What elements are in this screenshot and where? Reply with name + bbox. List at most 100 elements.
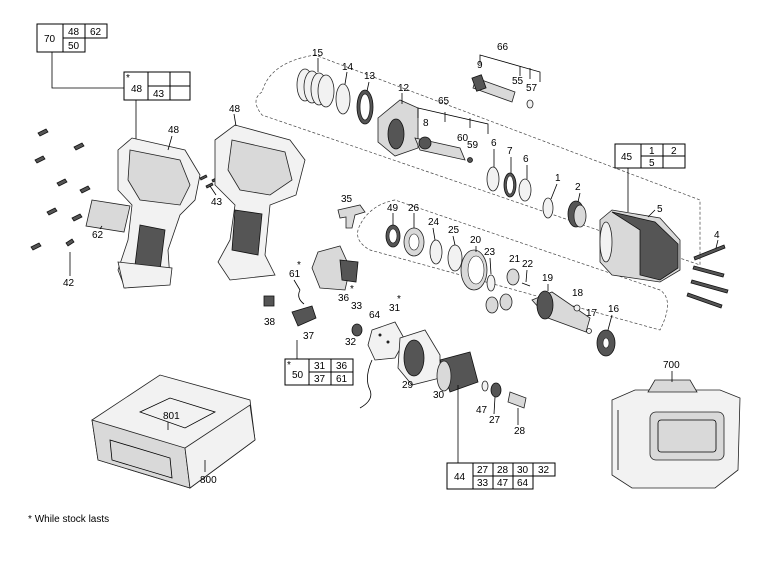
ring-24 bbox=[429, 239, 443, 265]
box-66-label: 66 bbox=[497, 42, 509, 53]
label-61-star: * bbox=[297, 260, 301, 271]
label-61: 61 bbox=[289, 269, 301, 280]
label-4: 4 bbox=[714, 230, 720, 241]
label-49: 49 bbox=[387, 203, 399, 214]
washer-16 bbox=[596, 329, 616, 357]
label-30: 30 bbox=[433, 390, 445, 401]
label-27: 27 bbox=[489, 415, 501, 426]
label-55: 55 bbox=[512, 76, 524, 87]
case-700 bbox=[611, 379, 741, 489]
label-9: 9 bbox=[477, 60, 483, 71]
label-35: 35 bbox=[341, 194, 353, 205]
box-50-37: 37 bbox=[314, 374, 326, 385]
magnet-32 bbox=[351, 323, 363, 337]
spindle-8 bbox=[414, 136, 466, 161]
label-42: 42 bbox=[63, 278, 75, 289]
label-43: 43 bbox=[211, 197, 223, 208]
switch-36 bbox=[311, 245, 359, 291]
label-32: 32 bbox=[345, 337, 357, 348]
label-31: 31 bbox=[389, 303, 401, 314]
label-36: 36 bbox=[338, 293, 350, 304]
label-15: 15 bbox=[312, 48, 324, 59]
box-44-47: 47 bbox=[497, 478, 509, 489]
anvil-9 bbox=[471, 74, 516, 103]
carrier-19 bbox=[531, 290, 591, 333]
label-60: 60 bbox=[457, 133, 469, 144]
label-19: 19 bbox=[542, 273, 554, 284]
box-48-star: * bbox=[126, 73, 130, 84]
box-45-5: 5 bbox=[649, 158, 655, 169]
box-48-main: 48 bbox=[131, 84, 143, 95]
box-50-star: * bbox=[287, 360, 291, 371]
label-57: 57 bbox=[526, 83, 538, 94]
label-12: 12 bbox=[398, 83, 410, 94]
box-44-27: 27 bbox=[477, 465, 489, 476]
front-housing-5 bbox=[599, 209, 681, 283]
spring-15 bbox=[296, 68, 335, 108]
wire bbox=[359, 359, 373, 409]
box-44-main: 44 bbox=[454, 472, 466, 483]
label-8: 8 bbox=[423, 118, 429, 129]
bushing-2 bbox=[567, 200, 587, 228]
case-800 bbox=[91, 374, 256, 489]
box-50-main: 50 bbox=[292, 370, 304, 381]
label-801: 801 bbox=[163, 411, 180, 422]
footnote-text: While stock lasts bbox=[34, 514, 110, 525]
stator-29 bbox=[397, 329, 441, 386]
label-29: 29 bbox=[402, 380, 414, 391]
label-plate-62 bbox=[85, 199, 131, 233]
box-44-30: 30 bbox=[517, 465, 529, 476]
plug-37 bbox=[291, 305, 317, 327]
label-28: 28 bbox=[514, 426, 526, 437]
box-70-62: 62 bbox=[90, 27, 102, 38]
box-65: 65 bbox=[417, 96, 489, 134]
box-45-main: 45 bbox=[621, 152, 633, 163]
label-59: 59 bbox=[467, 140, 479, 151]
clip-35 bbox=[337, 204, 366, 229]
gear-ring-20 bbox=[460, 249, 488, 291]
label-18: 18 bbox=[572, 288, 584, 299]
label-1: 1 bbox=[555, 173, 561, 184]
label-62: 62 bbox=[92, 230, 104, 241]
box-66: 66 bbox=[479, 42, 541, 82]
label-2: 2 bbox=[575, 182, 581, 193]
label-800: 800 bbox=[200, 475, 217, 486]
box-65-label: 65 bbox=[438, 96, 450, 107]
button-38 bbox=[263, 295, 275, 307]
box-48-43: 43 bbox=[153, 89, 165, 100]
box-45-1: 1 bbox=[649, 146, 655, 157]
ring-25 bbox=[447, 244, 463, 272]
box-44-64: 64 bbox=[517, 478, 529, 489]
washer-14 bbox=[335, 83, 351, 115]
rotor-30 bbox=[436, 351, 479, 393]
box-50-31: 31 bbox=[314, 361, 326, 372]
label-20: 20 bbox=[470, 235, 482, 246]
label-16: 16 bbox=[608, 304, 620, 315]
box-70: 70 48 62 50 bbox=[36, 23, 124, 89]
label-23: 23 bbox=[484, 247, 496, 258]
box-70-50: 50 bbox=[68, 41, 80, 52]
housing-left bbox=[117, 137, 201, 289]
label-47: 47 bbox=[476, 405, 488, 416]
label-17: 17 bbox=[586, 308, 598, 319]
box-44-33: 33 bbox=[477, 478, 489, 489]
label-22: 22 bbox=[522, 259, 534, 270]
box-44: 44 27 28 30 32 33 47 64 bbox=[446, 385, 556, 490]
fan-28 bbox=[507, 391, 527, 409]
pin-17 bbox=[586, 328, 592, 334]
housing-right bbox=[214, 124, 306, 281]
label-14: 14 bbox=[342, 62, 354, 73]
box-45-2: 2 bbox=[671, 146, 677, 157]
footnote-star: * bbox=[28, 514, 32, 525]
box-50-36: 36 bbox=[336, 361, 348, 372]
label-48-right: 48 bbox=[229, 104, 241, 115]
box-44-28: 28 bbox=[497, 465, 509, 476]
box-70-main: 70 bbox=[44, 34, 56, 45]
pcb-31 bbox=[367, 321, 406, 361]
footnote: * While stock lasts bbox=[28, 514, 109, 525]
washer-49 bbox=[385, 224, 401, 248]
box-48: * 48 43 bbox=[123, 71, 191, 140]
label-37: 37 bbox=[303, 331, 315, 342]
plate-26 bbox=[403, 227, 425, 257]
